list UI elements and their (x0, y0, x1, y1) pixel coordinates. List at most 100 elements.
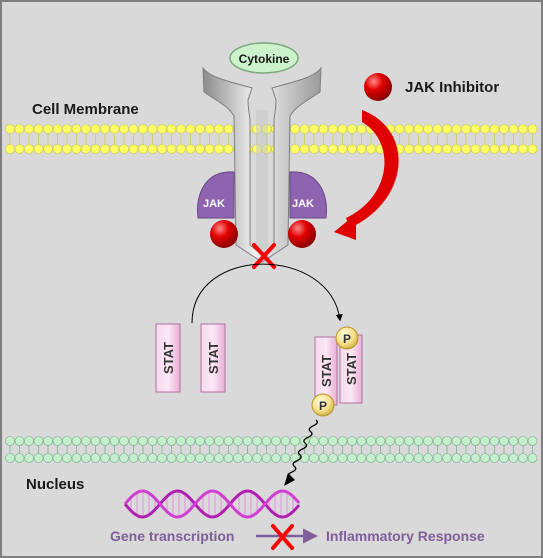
lipid-head (71, 436, 82, 446)
stat-3-label: STAT (319, 355, 334, 387)
stat-2: STAT (200, 323, 226, 393)
lipid-head (527, 124, 538, 134)
lipid-head (204, 144, 215, 154)
lipid-head (261, 436, 272, 446)
cytokine: Cytokine (229, 42, 299, 74)
lipid-head (499, 453, 509, 463)
lipid-head (328, 436, 338, 446)
lipid-head (81, 124, 91, 134)
dna-strand (123, 489, 301, 519)
lipid-head (337, 453, 348, 463)
lipid-head (100, 436, 110, 446)
nucleus-label: Nucleus (26, 476, 84, 493)
lipid-head (432, 453, 443, 463)
lipid-head (413, 144, 424, 154)
lipid-head (195, 124, 205, 134)
lipid-head (280, 453, 291, 463)
lipid-head (404, 124, 414, 134)
lipid-head (14, 453, 25, 463)
lipid-head (394, 124, 405, 134)
inhibitor-free (364, 73, 392, 101)
lipid-head (508, 436, 519, 446)
lipid-head (413, 453, 424, 463)
jak-right: JAK (289, 171, 328, 219)
lipid-head (157, 144, 167, 154)
lipid-head (423, 124, 433, 134)
lipid-head (451, 144, 462, 154)
lipid-head (214, 453, 224, 463)
lipid-head (290, 436, 300, 446)
stat-1-label: STAT (161, 342, 176, 374)
lipid-head (138, 144, 148, 154)
lipid-head (451, 436, 462, 446)
lipid-head (299, 144, 310, 154)
lipid-head (489, 436, 500, 446)
dna-strand (123, 489, 301, 519)
lipid-head (480, 453, 490, 463)
lipid-head (261, 453, 272, 463)
lipid-head (318, 144, 329, 154)
lipid-head (138, 453, 148, 463)
lipid-head (242, 453, 253, 463)
inhibitor-bound-left (210, 220, 238, 248)
lipid-head (470, 144, 481, 154)
lipid-head (204, 453, 215, 463)
phosphate-top-label: P (343, 332, 351, 346)
inhibitor-bound-right (288, 220, 316, 248)
lipid-head (366, 453, 376, 463)
jak-left: JAK (196, 171, 235, 219)
phosphate-bottom-label: P (319, 399, 327, 413)
lipid-head (223, 436, 234, 446)
lipid-head (423, 453, 433, 463)
cell-membrane-label: Cell Membrane (32, 101, 139, 118)
signal-squiggle-arrow (284, 419, 318, 486)
lipid-head (24, 436, 34, 446)
lipid-head (147, 124, 158, 134)
lipid-head (451, 124, 462, 134)
lipid-head (176, 124, 186, 134)
lipid-head (461, 144, 471, 154)
lipid-head (356, 436, 367, 446)
lipid-head (413, 124, 424, 134)
lipid-head (309, 436, 319, 446)
lipid-head (337, 124, 348, 134)
lipid-head (499, 124, 509, 134)
lipid-head (470, 124, 481, 134)
lipid-head (252, 453, 262, 463)
lipid-head (347, 144, 357, 154)
lipid-head (499, 144, 509, 154)
lipid-head (318, 124, 329, 134)
lipid-head (309, 124, 319, 134)
lipid-head (375, 453, 386, 463)
stat-4: STAT (339, 334, 363, 404)
gene-transcription-label: Gene transcription (110, 528, 234, 544)
lipid-head (271, 453, 281, 463)
lipid-head (299, 124, 310, 134)
lipid-head (518, 144, 528, 154)
lipid-head (81, 144, 91, 154)
lipid-head (33, 453, 44, 463)
lipid-head (71, 453, 82, 463)
lipid-head (461, 124, 471, 134)
lipid-head (24, 144, 34, 154)
lipid-head (43, 144, 53, 154)
lipid-head (290, 144, 300, 154)
lipid-head (157, 436, 167, 446)
lipid-head (52, 144, 63, 154)
lipid-head (214, 124, 224, 134)
lipid-head (480, 436, 490, 446)
lipid-head (52, 124, 63, 134)
lipid-head (176, 436, 186, 446)
lipid-head (470, 436, 481, 446)
lipid-head (480, 124, 490, 134)
cytokine-label: Cytokine (239, 52, 290, 66)
lipid-head (375, 436, 386, 446)
lipid-head (394, 453, 405, 463)
lipid-head (223, 453, 234, 463)
lipid-head (147, 436, 158, 446)
lipid-head (337, 436, 348, 446)
lipid-head (195, 144, 205, 154)
jak-left-label: JAK (203, 198, 225, 210)
